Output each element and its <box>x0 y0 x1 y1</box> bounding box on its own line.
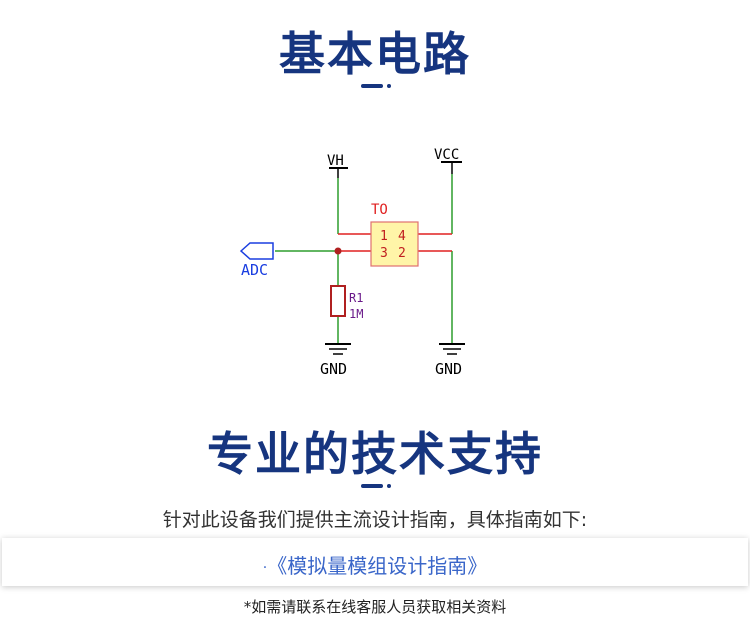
design-guide-link-box[interactable]: · 《模拟量模组设计指南》 <box>2 538 748 586</box>
gnd-label-right: GND <box>435 360 462 378</box>
adc-port-icon <box>239 242 274 260</box>
underline-dot <box>387 84 391 88</box>
pin-number-1: 1 <box>380 229 388 244</box>
underline-bar <box>361 484 383 488</box>
pin-number-3: 3 <box>380 246 388 261</box>
resistor-name-label: R1 <box>349 291 363 305</box>
resistor-r1 <box>330 285 346 317</box>
to-component-body <box>370 221 419 267</box>
design-guide-label[interactable]: 《模拟量模组设计指南》 <box>277 554 488 578</box>
section-title-tech-support: 专业的技术支持 <box>207 427 543 481</box>
bullet-icon: · <box>262 559 268 576</box>
pin-number-2: 2 <box>398 246 406 261</box>
junction-dot <box>334 247 342 255</box>
resistor-value-label: 1M <box>349 307 363 321</box>
underline-bar <box>361 84 383 88</box>
ground-symbol-left <box>325 343 351 355</box>
gnd-label-left: GND <box>320 360 347 378</box>
component-label-to: TO <box>371 202 388 218</box>
ground-symbol-right <box>439 343 465 355</box>
vh-label: VH <box>327 153 344 169</box>
vcc-label: VCC <box>434 147 459 163</box>
adc-label: ADC <box>241 261 268 279</box>
pin-number-4: 4 <box>398 229 406 244</box>
support-intro-text: 针对此设备我们提供主流设计指南，具体指南如下: <box>162 509 588 531</box>
section-title-basic-circuit: 基本电路 <box>279 27 471 81</box>
contact-note: *如需请联系在线客服人员获取相关资料 <box>243 598 507 616</box>
underline-dot <box>387 484 391 488</box>
circuit-diagram: VH VCC TO 1 4 3 2 ADC R1 1M GND GND <box>239 147 465 378</box>
design-guide-link[interactable]: · 《模拟量模组设计指南》 <box>2 550 748 579</box>
